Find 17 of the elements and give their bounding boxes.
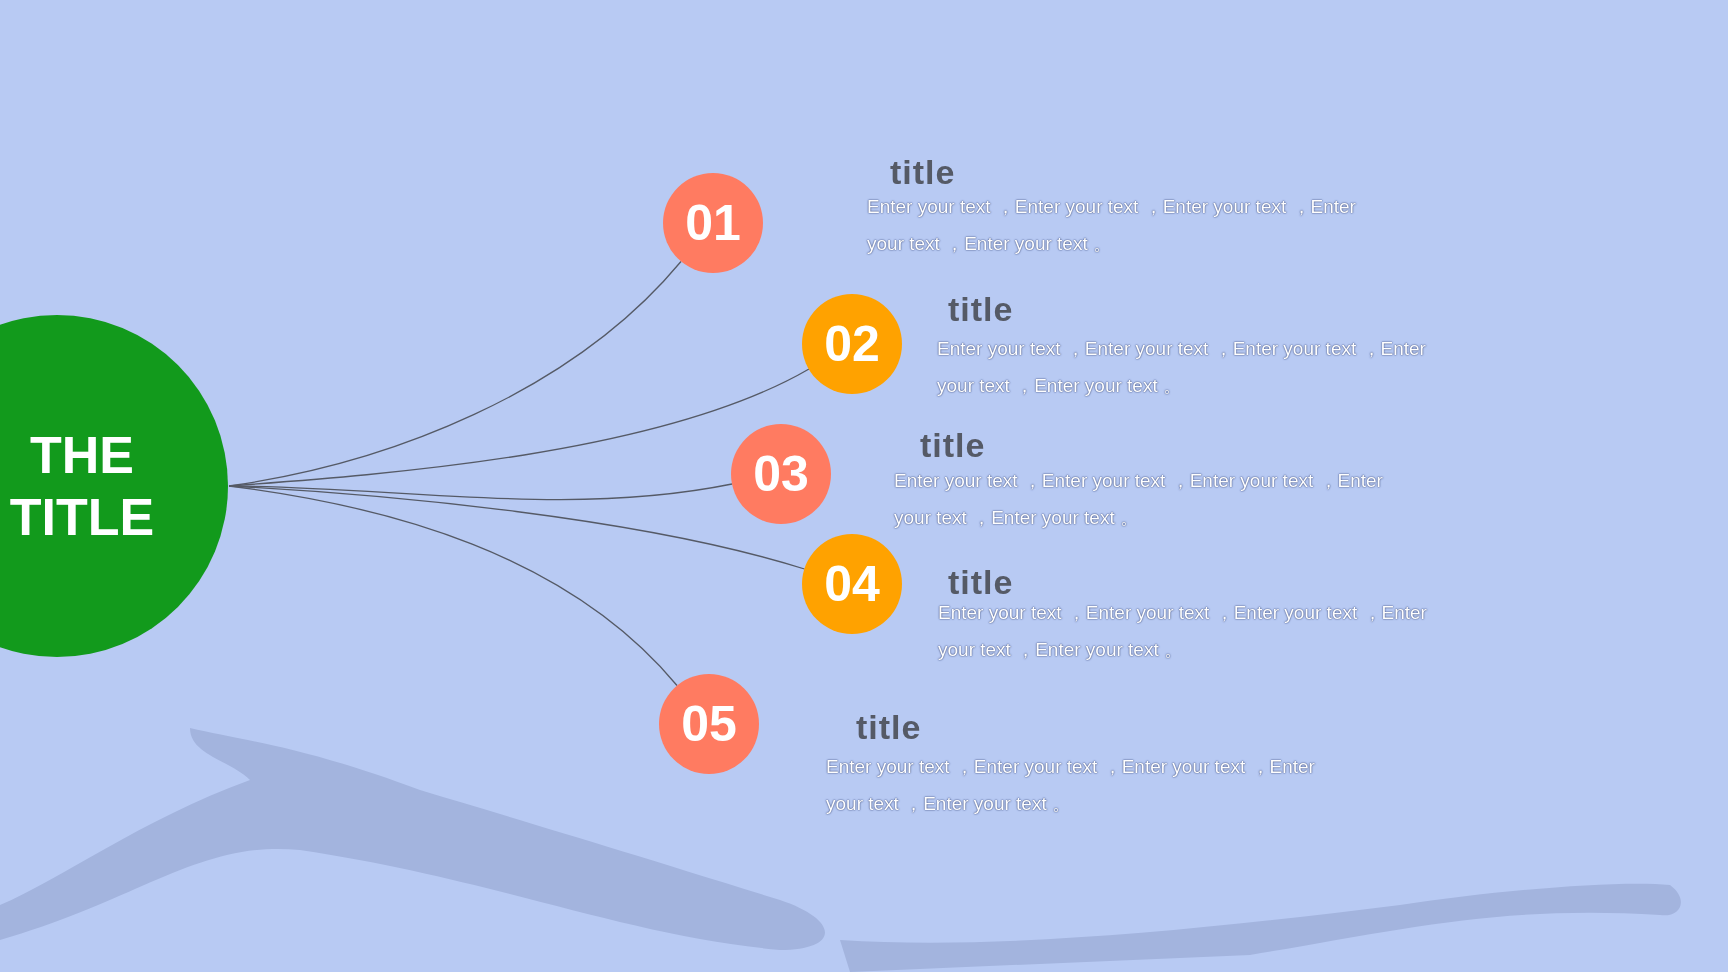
number-circle: 01 xyxy=(663,173,763,273)
body-text: Enter your text ，Enter your text ，Enter your text ，Enter your text ，Enter your text 。 xyxy=(938,601,1428,662)
item-heading: title xyxy=(890,155,956,189)
connector-curve xyxy=(228,485,678,687)
body-text: Enter your text ，Enter your text ，Enter your text ，Enter your text ，Enter your text 。 xyxy=(867,195,1357,256)
number-circle: 05 xyxy=(659,674,759,774)
body-text: Enter your text ，Enter your text ，Enter your text ，Enter your text ，Enter your text 。 xyxy=(826,755,1316,816)
item-heading: title xyxy=(856,710,922,744)
item-heading: title xyxy=(948,565,1014,599)
number-circle: 02 xyxy=(802,294,902,394)
number-circle: 04 xyxy=(802,534,902,634)
body-text: Enter your text ，Enter your text ，Enter your text ，Enter your text ，Enter your text 。 xyxy=(894,469,1384,530)
number-circle: 03 xyxy=(731,424,831,524)
body-text: Enter your text ，Enter your text ，Enter your text ，Enter your text ，Enter your text 。 xyxy=(937,337,1427,398)
title-circle: THE TITLE xyxy=(0,315,228,657)
item-heading: title xyxy=(920,428,986,462)
item-heading: title xyxy=(948,292,1014,326)
